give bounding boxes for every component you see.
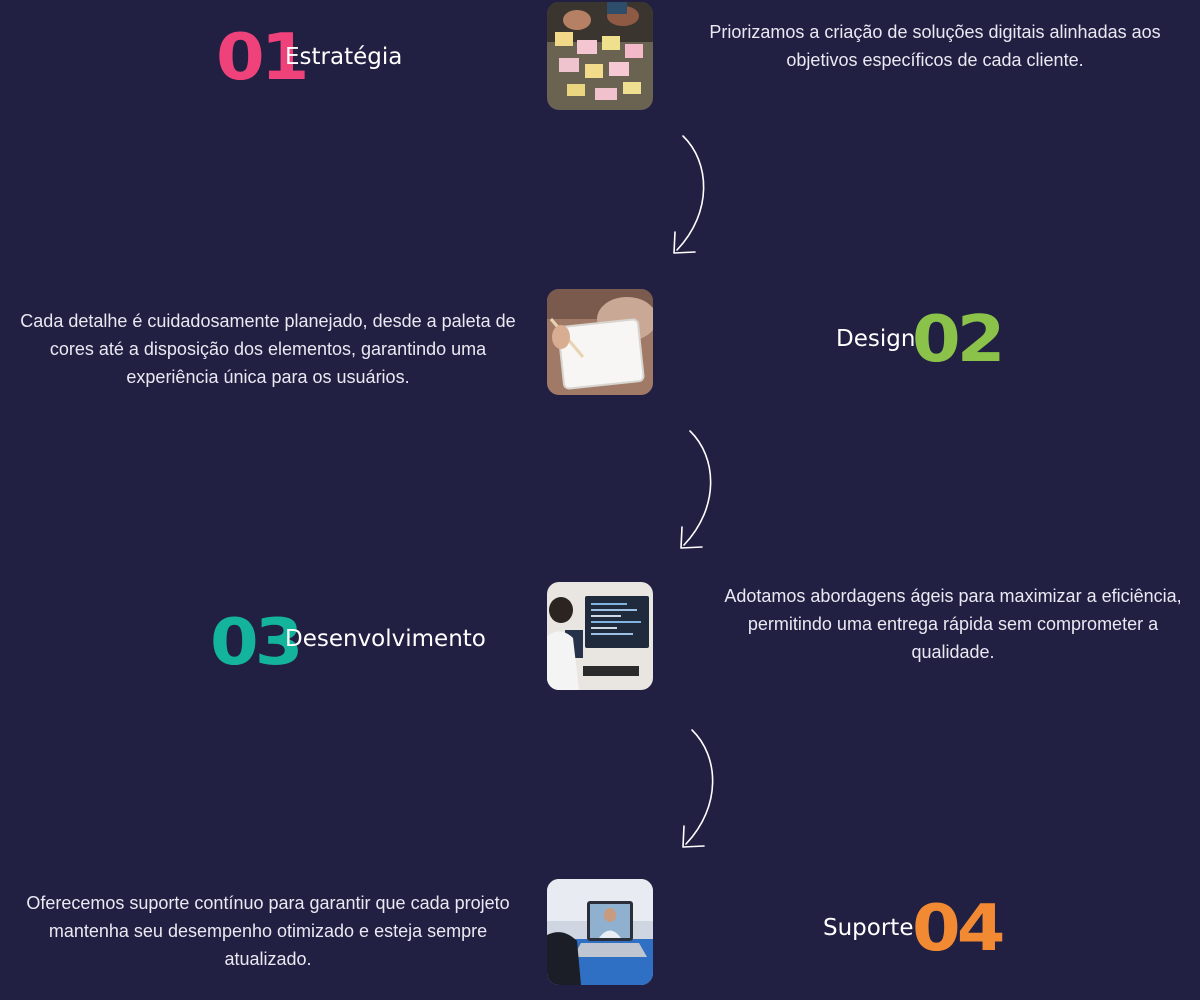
step-description: Adotamos abordagens ágeis para maximizar…: [724, 586, 1182, 662]
step-development: 03 Desenvolvimento Adotamos abordagens á…: [0, 575, 1200, 700]
sticky-notes-planning-photo: [547, 2, 653, 110]
step-number: 01: [216, 19, 309, 95]
step-number: 02: [912, 301, 1005, 377]
step-number: 03: [210, 604, 303, 680]
developer-coding-photo: [547, 582, 653, 690]
curved-arrow-down-icon: [673, 135, 705, 254]
step-support: Oferecemos suporte contínuo para garanti…: [0, 870, 1200, 995]
step-description: Cada detalhe é cuidadosamente planejado,…: [20, 311, 516, 387]
step-number: 04: [912, 890, 1005, 966]
step-design: Cada detalhe é cuidadosamente planejado,…: [0, 280, 1200, 410]
video-call-laptop-photo: [547, 879, 653, 985]
step-title: Estratégia: [285, 44, 403, 70]
step-description: Oferecemos suporte contínuo para garanti…: [26, 893, 510, 969]
curved-arrow-down-icon: [680, 430, 712, 549]
curved-arrow-down-icon: [682, 729, 714, 848]
step-title: Design: [836, 326, 916, 352]
step-strategy: 01 Estratégia Priorizamos a criação de s…: [0, 0, 1200, 120]
tablet-drawing-photo: [547, 289, 653, 395]
step-description: Priorizamos a criação de soluções digita…: [709, 22, 1161, 70]
step-title: Suporte: [823, 915, 914, 941]
step-title: Desenvolvimento: [285, 626, 486, 652]
